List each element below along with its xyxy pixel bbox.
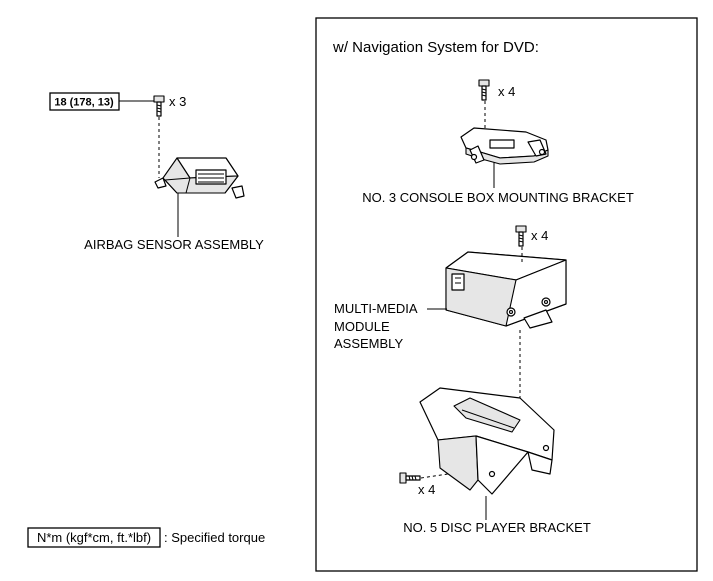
bracket5-bolt-quantity: x 4 <box>418 482 435 497</box>
multimedia-module-icon <box>445 247 567 329</box>
bracket5-bolt-guide <box>420 473 449 479</box>
module-label-line-2: MODULE <box>334 319 390 334</box>
airbag-sensor-label: AIRBAG SENSOR ASSEMBLY <box>84 237 264 252</box>
bracket3-bolt-icon <box>478 79 490 101</box>
navigation-panel: w/ Navigation System for DVD: x 4 NO. 3 … <box>315 17 698 572</box>
bracket5-bolt-icon <box>399 472 421 484</box>
console-box-bracket-icon <box>460 127 549 188</box>
airbag-bolt-icon <box>153 95 165 117</box>
airbag-sensor-icon <box>154 157 245 237</box>
torque-value: 18 (178, 13) <box>54 97 114 109</box>
navigation-panel-title: w/ Navigation System for DVD: <box>332 39 539 56</box>
module-bolt-quantity: x 4 <box>531 228 548 243</box>
bracket3-bolt-quantity: x 4 <box>498 84 515 99</box>
bracket5-label: NO. 5 DISC PLAYER BRACKET <box>403 520 591 535</box>
disc-player-bracket-icon <box>419 387 555 520</box>
bracket3-label: NO. 3 CONSOLE BOX MOUNTING BRACKET <box>362 190 634 205</box>
module-bolt-icon <box>515 225 527 247</box>
airbag-section: 18 (178, 13) x 3 AIRBAG SENSOR A <box>49 92 264 252</box>
torque-legend: N*m (kgf*cm, ft.*lbf) : Specified torque <box>27 527 265 548</box>
navigation-panel-frame <box>315 17 698 572</box>
module-label-line-3: ASSEMBLY <box>334 336 403 351</box>
legend-box <box>27 527 161 548</box>
airbag-bolt-quantity: x 3 <box>169 94 186 109</box>
module-label-line-1: MULTI-MEDIA <box>334 301 418 316</box>
legend-description: : Specified torque <box>164 530 265 545</box>
legend-boxed-text: N*m (kgf*cm, ft.*lbf) <box>37 530 151 545</box>
